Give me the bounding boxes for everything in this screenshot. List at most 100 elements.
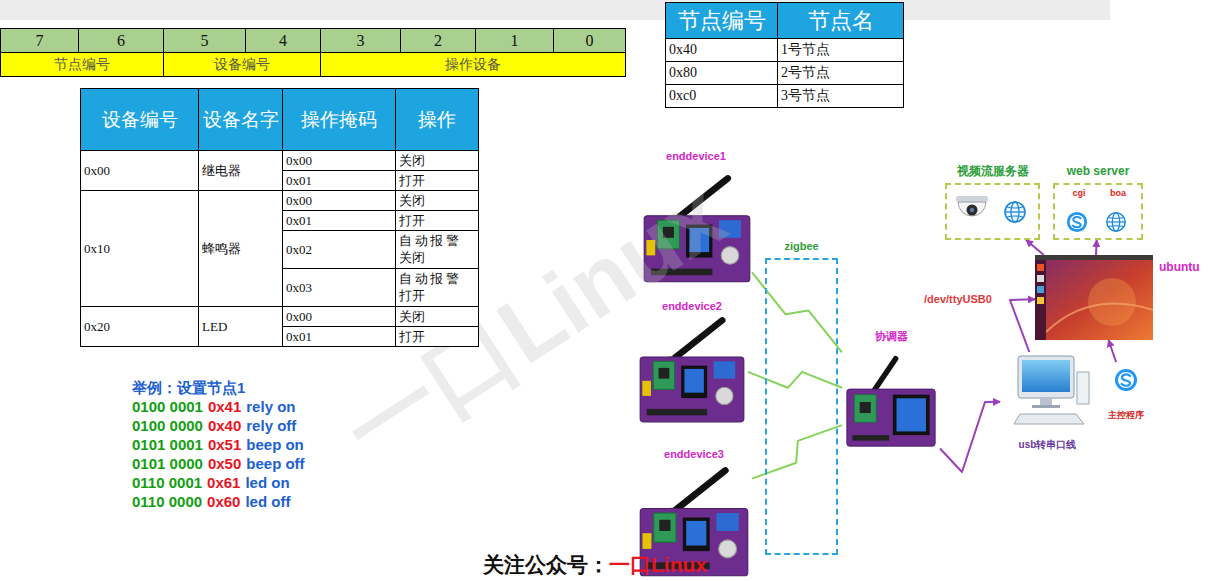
network-label: zigbee bbox=[784, 240, 818, 253]
cell-text: 0x40 bbox=[669, 42, 697, 57]
device-label: enddevice3 bbox=[664, 448, 724, 461]
edge-label: /dev/ttyUSB0 bbox=[922, 292, 994, 306]
device-table: 设备编号设备名字操作掩码操作0x00继电器0x00关闭0x01打开0x10蜂鸣器… bbox=[80, 88, 479, 347]
example-title: 举例：设置节点1 bbox=[132, 379, 245, 396]
cell-text: 0x80 bbox=[669, 65, 697, 80]
cell-text: 7 bbox=[36, 32, 44, 49]
main-program: 主控程序 bbox=[1100, 362, 1152, 420]
table-cell: 节点编号 bbox=[666, 3, 778, 39]
cell-text: 6 bbox=[117, 32, 125, 49]
command-name: rely on bbox=[246, 398, 295, 415]
cell-text: 0x01 bbox=[286, 329, 312, 344]
ubuntu-screen-part bbox=[1088, 278, 1136, 326]
device-label: enddevice1 bbox=[666, 150, 726, 163]
binary-code: 0110 0001 bbox=[132, 474, 202, 491]
video-server: 视频流服务器 bbox=[945, 183, 1040, 240]
camera-icon-part bbox=[958, 202, 986, 216]
node-id-table-row: 0x40 1号节点 bbox=[666, 39, 904, 62]
cell-text: 节点名 bbox=[808, 8, 874, 33]
table-cell: 打开 bbox=[396, 211, 479, 231]
binary-code: 0101 0000 bbox=[132, 455, 203, 472]
table-cell: 0x10 bbox=[81, 191, 199, 307]
main-program-icon bbox=[1115, 369, 1137, 391]
command-name: led on bbox=[245, 474, 289, 491]
command-name: beep off bbox=[246, 455, 304, 472]
cell-text: 0x00 bbox=[286, 153, 312, 168]
cell-text: 0x03 bbox=[286, 280, 312, 295]
node-id-table-body: 节点编号 节点名 0x40 1号节点 0x80 2号节点 0xc0 3号节点 bbox=[666, 3, 904, 108]
ubuntu-screen-part bbox=[1035, 260, 1046, 340]
table-cell: 0x01 bbox=[283, 327, 396, 347]
table-cell: 3号节点 bbox=[778, 85, 904, 108]
node-id-table-row: 节点编号 节点名 bbox=[666, 3, 904, 39]
cell-text: 0xc0 bbox=[669, 88, 696, 103]
table-cell: 继电器 bbox=[199, 151, 283, 191]
cell-text: 1 bbox=[511, 32, 519, 49]
cell-text: 操作掩码 bbox=[301, 108, 377, 130]
example-line: 0100 00000x40rely off bbox=[132, 416, 305, 435]
device-table-row: 设备编号 设备名字操作掩码操作 bbox=[81, 89, 479, 151]
table-cell: 操作 bbox=[396, 89, 479, 151]
data-arrow bbox=[1109, 340, 1117, 362]
table-cell: LED bbox=[199, 307, 283, 347]
example-line: 0110 00000x60led off bbox=[132, 492, 305, 511]
table-cell: 自动报警打开 bbox=[396, 269, 479, 307]
cell-text: 继电器 bbox=[202, 163, 241, 178]
coordinator: 协调器 bbox=[842, 330, 940, 462]
command-name: rely off bbox=[246, 417, 296, 434]
table-cell: 0x00 bbox=[283, 191, 396, 211]
bit-field-table-row: 节点编号 设备编号 操作设备 bbox=[1, 53, 626, 77]
cell-text: 5 bbox=[201, 32, 209, 49]
cell-text: 0x02 bbox=[286, 242, 312, 257]
computer-icon-part bbox=[1018, 356, 1074, 398]
module-label: boa bbox=[1110, 188, 1126, 198]
cell-text: 2号节点 bbox=[781, 65, 830, 80]
node-id-table: 节点编号 节点名 0x40 1号节点 0x80 2号节点 0xc0 3号节点 bbox=[665, 2, 904, 108]
cell-text: 0x10 bbox=[84, 241, 110, 256]
ubuntu-screen-part bbox=[1035, 255, 1153, 260]
zigbee-network: zigbee bbox=[765, 258, 838, 555]
binary-code: 0101 0001 bbox=[132, 436, 203, 453]
ubuntu-screen-part bbox=[1037, 275, 1044, 282]
footer-line: 关注公众号：一口Linux bbox=[483, 552, 707, 577]
binary-code: 0100 0000 bbox=[132, 417, 203, 434]
table-cell: 1 bbox=[476, 29, 554, 53]
table-cell: 0xc0 bbox=[666, 85, 778, 108]
camera-icon-part bbox=[956, 196, 988, 202]
hex-code: 0x60 bbox=[207, 493, 240, 510]
table-cell: 0x03 bbox=[283, 269, 396, 307]
table-cell: 6 bbox=[79, 29, 164, 53]
ubuntu-screen-part bbox=[1037, 264, 1044, 271]
computer-icon-part bbox=[1032, 405, 1060, 408]
pc: usb转串口线 bbox=[1000, 352, 1095, 450]
ubuntu-screen-part bbox=[1046, 304, 1153, 332]
table-cell: 7 bbox=[1, 29, 79, 53]
hex-code: 0x41 bbox=[208, 398, 241, 415]
camera-icon-part bbox=[967, 205, 978, 216]
table-cell: 关闭 bbox=[396, 151, 479, 171]
cell-text: 自动报警关闭 bbox=[399, 233, 459, 267]
cell-text: 2 bbox=[434, 32, 442, 49]
cell-text: LED bbox=[202, 319, 227, 334]
cell-text: 3 bbox=[357, 32, 365, 49]
cell-text: 设备编号 bbox=[214, 57, 270, 72]
table-cell: 操作设备 bbox=[321, 53, 626, 77]
cell-text: 节点编号 bbox=[54, 57, 110, 72]
table-cell: 2 bbox=[401, 29, 476, 53]
cell-text: 1号节点 bbox=[781, 42, 830, 57]
cgi-icon bbox=[1067, 212, 1087, 232]
node-id-table-row: 0xc0 3号节点 bbox=[666, 85, 904, 108]
cell-text: 0x00 bbox=[286, 309, 312, 324]
end-device: enddevice2 bbox=[636, 300, 748, 425]
program-label: 主控程序 bbox=[1108, 410, 1144, 420]
footer-brand: 一口Linux bbox=[609, 553, 707, 576]
table-cell: 3 bbox=[321, 29, 401, 53]
cell-text: 设备名字 bbox=[203, 108, 279, 130]
hex-code: 0x61 bbox=[207, 474, 240, 491]
table-cell: 0 bbox=[554, 29, 626, 53]
cell-text: 0x01 bbox=[286, 173, 312, 188]
table-cell: 0x00 bbox=[283, 151, 396, 171]
cell-text: 设备编号 bbox=[102, 108, 178, 130]
cell-text: 操作设备 bbox=[445, 57, 501, 72]
